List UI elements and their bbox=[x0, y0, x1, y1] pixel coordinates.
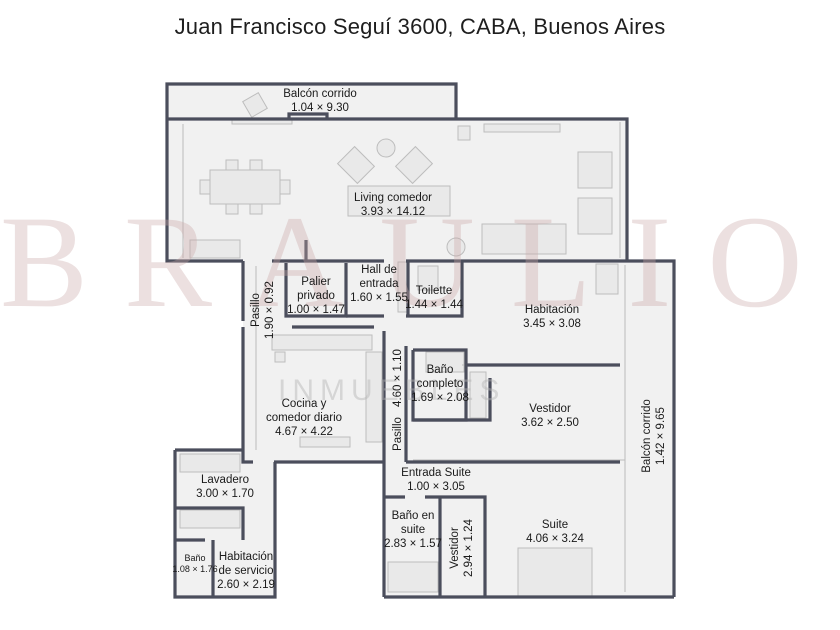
lavadero-size: 3.00 × 1.70 bbox=[196, 488, 254, 500]
bano-suite-size: 2.83 × 1.57 bbox=[384, 538, 442, 550]
hall-size: 1.60 × 1.55 bbox=[350, 292, 408, 304]
laundry-sink bbox=[179, 453, 241, 473]
suite-name: Suite bbox=[542, 519, 568, 531]
balcony-top-size: 1.04 × 9.30 bbox=[291, 102, 349, 114]
tv-unit bbox=[483, 123, 561, 133]
sofa-chair-2 bbox=[577, 197, 613, 235]
entrada-suite-name: Entrada Suite bbox=[401, 467, 471, 479]
kitchen-counter bbox=[271, 334, 373, 351]
armchair-1 bbox=[336, 145, 376, 185]
living-name: Living comedor bbox=[354, 192, 432, 204]
habitacion-name: Habitación bbox=[525, 304, 579, 316]
entrada-suite-size: 1.00 × 3.05 bbox=[407, 481, 465, 493]
sofa-chair-1 bbox=[577, 151, 613, 189]
cocina-name-2: comedor diario bbox=[266, 412, 342, 424]
watermark-brand: BRAULIO bbox=[0, 188, 839, 335]
hall-name-1: Hall de bbox=[361, 264, 397, 276]
toilet bbox=[417, 265, 439, 291]
palier-size: 1.00 × 1.47 bbox=[287, 304, 345, 316]
vestidor-suite-size: 2.94 × 1.24 bbox=[463, 518, 475, 576]
pasillo-center-name: Pasillo bbox=[392, 417, 404, 451]
pasillo-left-size: 1.90 × 0.92 bbox=[264, 281, 276, 339]
sofa bbox=[481, 223, 567, 255]
washbasin bbox=[425, 351, 465, 373]
kitchen-counter-side bbox=[365, 351, 383, 443]
room-labels: Balcón corrido 1.04 × 9.30 Living comedo… bbox=[172, 88, 667, 591]
bano-completo-name-2: completo bbox=[417, 378, 464, 390]
vestidor-upper-name: Vestidor bbox=[529, 403, 571, 415]
balcony-top-name: Balcón corrido bbox=[283, 88, 357, 100]
walls bbox=[165, 82, 676, 599]
page-title: Juan Francisco Seguí 3600, CABA, Buenos … bbox=[174, 14, 666, 39]
lavadero-name: Lavadero bbox=[201, 474, 249, 486]
pasillo-left-name: Pasillo bbox=[250, 293, 262, 327]
balcony-right-size: 1.42 × 9.65 bbox=[655, 407, 667, 465]
hab-servicio-name-1: Habitación bbox=[219, 551, 273, 563]
bano-suite-name-2: suite bbox=[401, 524, 425, 536]
bano-completo-name-1: Baño bbox=[427, 364, 454, 376]
furniture bbox=[179, 92, 619, 597]
floor-fills bbox=[167, 84, 674, 597]
bano-completo-size: 1.69 × 2.08 bbox=[411, 392, 469, 404]
cocina-size: 4.67 × 4.22 bbox=[275, 426, 333, 438]
palier-name-2: privado bbox=[297, 290, 335, 302]
bano-servicio-name: Baño bbox=[184, 553, 205, 563]
bathtub bbox=[387, 561, 439, 593]
balcony-right-name: Balcón corrido bbox=[641, 399, 653, 473]
hall-name-2: entrada bbox=[359, 278, 399, 290]
hab-servicio-name-2: de servicio bbox=[219, 565, 274, 577]
watermark-sub: INMUEBLES bbox=[278, 374, 505, 407]
coffee-table bbox=[347, 185, 451, 217]
vestidor-upper-size: 3.62 × 2.50 bbox=[521, 417, 579, 429]
cocina-name-1: Cocina y bbox=[282, 398, 327, 410]
pasillo-center-size: 4.60 × 1.10 bbox=[392, 349, 404, 407]
armchair-2 bbox=[394, 145, 434, 185]
hab-servicio-size: 2.60 × 2.19 bbox=[217, 579, 275, 591]
lounger bbox=[242, 92, 268, 118]
habitacion-size: 3.45 × 3.08 bbox=[523, 318, 581, 330]
toilette-name: Toilette bbox=[416, 285, 452, 297]
vestidor-suite-name: Vestidor bbox=[449, 527, 461, 569]
bano-suite-name-1: Baño en bbox=[392, 510, 435, 522]
palier-name-1: Palier bbox=[301, 276, 331, 288]
bano-servicio-size: 1.08 × 1.76 bbox=[172, 564, 217, 574]
toilette-size: 1.44 × 1.44 bbox=[405, 299, 463, 311]
side-table bbox=[376, 138, 396, 158]
living-size: 3.93 × 14.12 bbox=[361, 206, 425, 218]
bed bbox=[517, 547, 593, 597]
suite-size: 4.06 × 3.24 bbox=[526, 533, 584, 545]
